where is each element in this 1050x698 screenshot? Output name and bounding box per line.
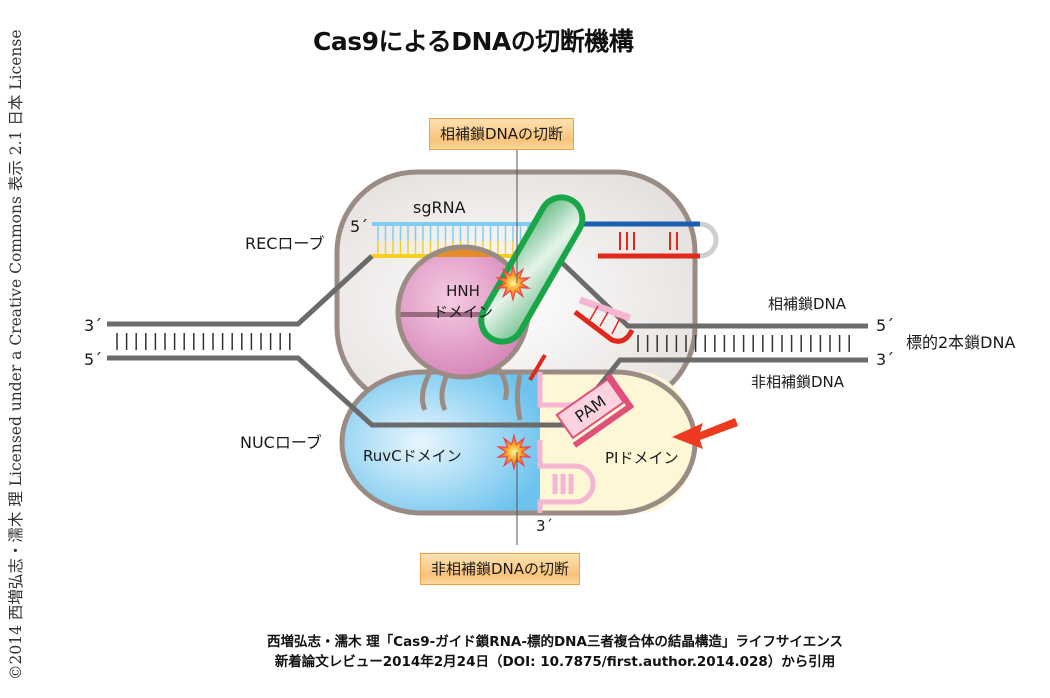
cleavage-star-ruvc-icon <box>495 433 533 471</box>
red-arrow-icon <box>672 418 738 449</box>
noncomplementary-dna-label: 非相補鎖DNA <box>751 373 845 391</box>
pi-label: PIドメイン <box>605 449 678 467</box>
ruvc-label: RuvCドメイン <box>363 447 462 465</box>
left-3prime: 3´ <box>84 316 102 335</box>
hnh-label-2: ドメイン <box>433 303 493 321</box>
hnh-domain <box>395 244 531 421</box>
nuc-lobe <box>339 369 698 516</box>
citation-line-2: 新着論文レビュー2014年2月24日（DOI: 10.7875/first.au… <box>274 654 836 670</box>
sgrna-5prime-label: 5´ <box>350 217 368 236</box>
pam-site: PAM <box>555 373 635 448</box>
callout-complementary-cleavage: 相補鎖DNAの切断 <box>429 118 575 150</box>
right-5prime: 5´ <box>876 316 894 335</box>
dna-left-duplex <box>107 254 540 428</box>
hnh-label-1: HNH <box>446 282 480 300</box>
bridge-helix <box>478 194 586 345</box>
diagram-title: Cas9によるDNAの切断機構 <box>313 27 634 56</box>
bottom-3prime: 3´ <box>536 517 553 535</box>
complementary-dna-label: 相補鎖DNA <box>768 295 847 313</box>
nuc-lobe-label: NUCローブ <box>240 433 322 452</box>
rec-lobe-label: RECローブ <box>245 234 324 253</box>
cleavage-star-hnh-icon <box>494 264 532 302</box>
sgrna-label: sgRNA <box>413 198 466 217</box>
right-3prime: 3´ <box>876 350 894 369</box>
left-5prime: 5´ <box>84 350 102 369</box>
citation-line-1: 西増弘志・濡木 理「Cas9-ガイド鎖RNA-標的DNA三者複合体の結晶構造」ラ… <box>266 634 844 650</box>
target-dsdna-label: 標的2本鎖DNA <box>906 333 1015 352</box>
callout-noncomplementary-cleavage: 非相補鎖DNAの切断 <box>420 553 581 585</box>
